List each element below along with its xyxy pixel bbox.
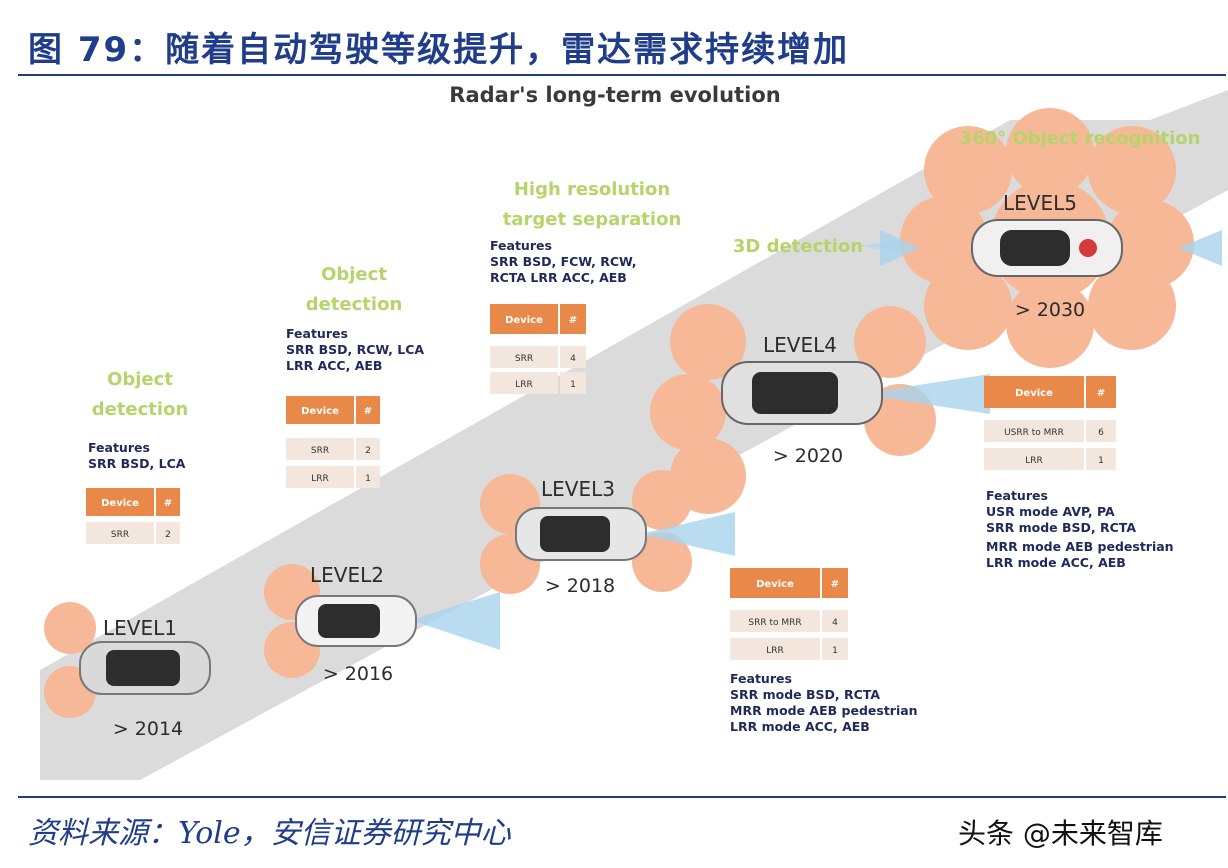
features-title: Features	[490, 238, 552, 253]
coverage-zone	[44, 602, 96, 654]
features-title: Features	[986, 488, 1048, 503]
table-header: #	[569, 315, 577, 326]
table-header: #	[1097, 388, 1105, 399]
stage-heading: High resolution	[514, 179, 670, 200]
stage-heading: 360° Object recognition	[960, 128, 1201, 149]
level-label: LEVEL5	[1003, 191, 1077, 215]
coverage-zone	[632, 532, 692, 592]
stage-heading: 3D detection	[733, 236, 863, 257]
car-icon	[295, 595, 417, 647]
device-table: Device # SRR 4 LRR 1	[490, 304, 586, 394]
table-cell: 1	[1098, 456, 1104, 466]
car-icon	[721, 361, 883, 425]
table-cell: LRR	[1025, 456, 1043, 466]
radar-beam	[1178, 230, 1222, 266]
table-cell: 1	[832, 646, 838, 656]
figure-title: 图 79：随着自动驾驶等级提升，雷达需求持续增加	[28, 30, 850, 70]
table-header: #	[831, 579, 839, 590]
table-cell: 1	[365, 474, 371, 484]
table-header: Device	[301, 406, 339, 417]
stage-level4: LEVEL4 > 2020 3D detection Device # SRR …	[650, 228, 990, 734]
year-label: > 2030	[1015, 299, 1085, 321]
radar-evolution-diagram: Radar's long-term evolution LEVEL1 > 201…	[0, 80, 1228, 792]
stage-heading: Object	[107, 369, 173, 390]
coverage-zone	[670, 438, 746, 514]
radar-beam	[410, 592, 500, 650]
table-header: #	[164, 498, 172, 509]
level-label: LEVEL4	[763, 333, 837, 357]
feature-line: SRR mode BSD, RCTA	[730, 687, 880, 702]
features-title: Features	[88, 440, 150, 455]
table-header: #	[364, 406, 372, 417]
stage-level5: LEVEL5 > 2030 360° Object recognition De…	[880, 108, 1222, 570]
feature-line: LRR mode ACC, AEB	[986, 555, 1126, 570]
table-header: Device	[756, 579, 794, 590]
feature-line: MRR mode AEB pedestrian	[986, 539, 1174, 554]
table-cell: 1	[570, 380, 576, 390]
car-icon	[515, 507, 647, 561]
footer-rule	[18, 796, 1226, 798]
table-cell: 4	[570, 354, 576, 364]
radar-beam	[860, 374, 990, 414]
diagram-subtitle: Radar's long-term evolution	[449, 83, 780, 107]
source-note: 资料来源：Yole，安信证券研究中心	[28, 816, 511, 851]
device-table: Device # USRR to MRR 6 LRR 1	[984, 376, 1116, 470]
table-cell: 2	[165, 530, 171, 540]
feature-line: LRR ACC, AEB	[286, 358, 382, 373]
year-label: > 2014	[113, 718, 183, 740]
features-title: Features	[286, 326, 348, 341]
car-icon	[79, 641, 211, 695]
radar-beam	[640, 512, 735, 556]
table-cell: USRR to MRR	[1004, 428, 1064, 438]
watermark: 头条 @未来智库	[958, 817, 1163, 850]
stage-level2: LEVEL2 > 2016 Object detection Features …	[264, 264, 500, 685]
table-cell: LRR	[766, 646, 784, 656]
stage-heading: target separation	[503, 209, 682, 230]
device-table: Device # SRR to MRR 4 LRR 1	[730, 568, 848, 660]
title-rule	[18, 74, 1226, 76]
stage-level3: LEVEL3 > 2018 High resolution target sep…	[480, 179, 735, 597]
year-label: > 2016	[323, 663, 393, 685]
feature-line: RCTA LRR ACC, AEB	[490, 270, 627, 285]
table-cell: SRR	[515, 354, 533, 364]
table-cell: SRR to MRR	[748, 618, 801, 628]
level-label: LEVEL3	[541, 477, 615, 501]
car-icon	[971, 219, 1123, 277]
feature-line: LRR mode ACC, AEB	[730, 719, 870, 734]
stage-heading: detection	[306, 294, 403, 315]
feature-line: MRR mode AEB pedestrian	[730, 703, 918, 718]
table-header: Device	[505, 315, 543, 326]
table-cell: SRR	[111, 530, 129, 540]
table-cell: LRR	[311, 474, 329, 484]
features-title: Features	[730, 671, 792, 686]
table-cell: 4	[832, 618, 838, 628]
level-label: LEVEL2	[310, 563, 384, 587]
year-label: > 2018	[545, 575, 615, 597]
coverage-zone	[854, 306, 926, 378]
device-table: Device # SRR 2	[86, 488, 180, 544]
feature-line: SRR BSD, FCW, RCW,	[490, 254, 637, 269]
feature-line: USR mode AVP, PA	[986, 504, 1115, 519]
year-label: > 2020	[773, 445, 843, 467]
radar-beam	[880, 230, 920, 266]
device-table: Device # SRR 2 LRR 1	[286, 396, 380, 488]
coverage-zone	[650, 374, 726, 450]
stage-level1: LEVEL1 > 2014 Object detection Features …	[44, 369, 211, 740]
level-label: LEVEL1	[103, 616, 177, 640]
feature-line: SRR mode BSD, RCTA	[986, 520, 1136, 535]
stage-heading: Object	[321, 264, 387, 285]
table-cell: 2	[365, 446, 371, 456]
coverage-zone	[670, 304, 746, 380]
feature-line: SRR BSD, RCW, LCA	[286, 342, 424, 357]
table-cell: LRR	[515, 380, 533, 390]
table-header: Device	[1015, 388, 1053, 399]
stage-heading: detection	[92, 399, 189, 420]
table-cell: SRR	[311, 446, 329, 456]
table-cell: 6	[1098, 428, 1104, 438]
table-header: Device	[101, 498, 139, 509]
feature-line: SRR BSD, LCA	[88, 456, 186, 471]
